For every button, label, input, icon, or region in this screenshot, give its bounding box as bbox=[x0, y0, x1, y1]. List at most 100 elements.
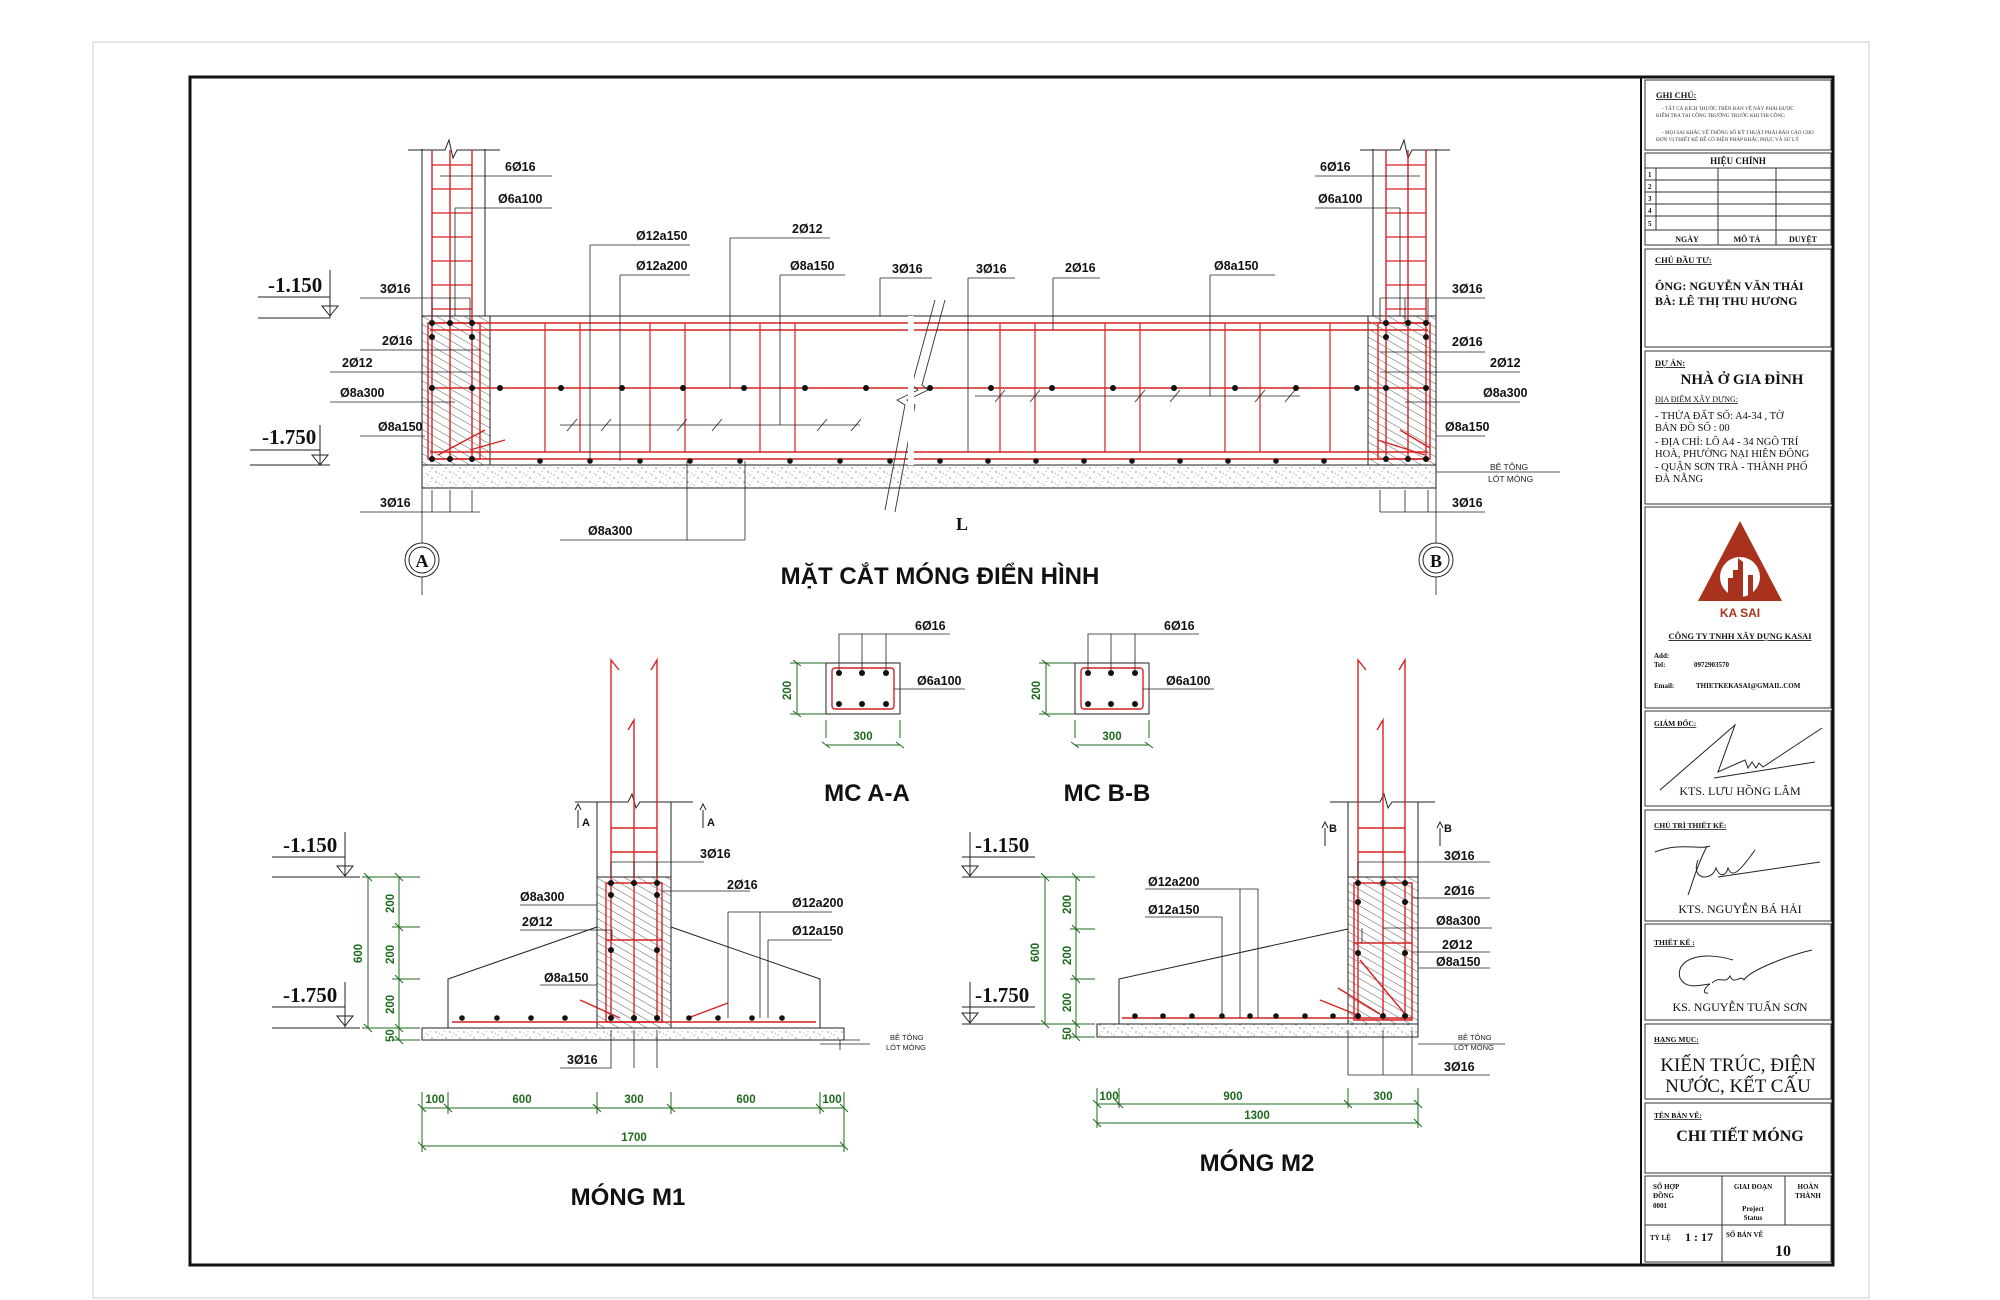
rebar-dot bbox=[654, 880, 660, 886]
rebar-dot bbox=[1189, 1013, 1195, 1019]
rebar-dot bbox=[1132, 701, 1138, 707]
lead-designer-signature bbox=[1654, 845, 1821, 896]
label-beam-3d16-a: 3Ø16 bbox=[892, 262, 923, 276]
company-name: CÔNG TY TNHH XÂY DỰNG KASAI bbox=[1668, 631, 1812, 641]
rebar-dot bbox=[608, 880, 614, 886]
m1-dim-h-4: 600 bbox=[736, 1094, 755, 1106]
m1-dim-total-horizontal: 1700 bbox=[621, 1132, 647, 1144]
rebar-dot bbox=[1380, 1013, 1386, 1019]
rebar-dot bbox=[631, 1015, 637, 1021]
drawing-name-heading: TÊN BẢN VẼ: bbox=[1654, 1110, 1702, 1120]
m2-dim-total-horizontal: 1300 bbox=[1244, 1110, 1270, 1122]
category-line-2: NƯỚC, KẾT CẤU bbox=[1665, 1075, 1811, 1097]
rebar-dot bbox=[537, 458, 543, 464]
title-block: GHI CHÚ: - TẤT CẢ KÍCH THƯỚC TRÊN BẢN VẼ… bbox=[1640, 77, 1832, 1265]
rebar-dot bbox=[1247, 1013, 1253, 1019]
rebar-dot bbox=[1293, 385, 1299, 391]
rebar-dot bbox=[859, 670, 865, 676]
rebar-dot bbox=[1383, 320, 1389, 326]
designer-name: KS. NGUYỄN TUẤN SƠN bbox=[1672, 999, 1807, 1014]
label-left-2d16: 2Ø16 bbox=[382, 334, 413, 348]
m2-lean-concrete-2: LÓT MÓNG bbox=[1454, 1043, 1494, 1052]
rebar-dot bbox=[429, 385, 435, 391]
rebar-dot bbox=[1355, 880, 1361, 886]
rebar-dot bbox=[1380, 880, 1386, 886]
rebar-dot bbox=[715, 1015, 721, 1021]
m1-label-d12a150: Ø12a150 bbox=[792, 924, 843, 938]
rebar-dot bbox=[494, 1015, 500, 1021]
label-right-2d16: 2Ø16 bbox=[1452, 335, 1483, 349]
label-right-lean-concrete-1: BÊ TÔNG bbox=[1490, 462, 1528, 472]
rebar-dot bbox=[1273, 1013, 1279, 1019]
revision-row-2: 2 bbox=[1648, 183, 1652, 191]
rebar-dot bbox=[779, 1015, 785, 1021]
label-right-d8a300: Ø8a300 bbox=[1483, 386, 1528, 400]
rebar-dot bbox=[1423, 456, 1429, 462]
category-line-1: KIẾN TRÚC, ĐIỆN bbox=[1660, 1054, 1816, 1076]
m2-dim-v-2: 200 bbox=[1062, 946, 1074, 965]
rebar-dot bbox=[1085, 701, 1091, 707]
label-left-2d12: 2Ø12 bbox=[342, 356, 373, 370]
m1-dim-v-2: 200 bbox=[385, 945, 397, 964]
label-beam-d8a300: Ø8a300 bbox=[588, 524, 633, 538]
m2-lean-concrete-1: BÊ TÔNG bbox=[1458, 1033, 1492, 1042]
rebar-dot bbox=[558, 385, 564, 391]
revision-row-1: 1 bbox=[1648, 171, 1652, 179]
m2-label-d12a200: Ø12a200 bbox=[1148, 875, 1199, 889]
m1-dim-v-4: 50 bbox=[385, 1029, 397, 1042]
m2-label-3d16-bottom: 3Ø16 bbox=[1444, 1060, 1475, 1074]
rebar-dot bbox=[787, 458, 793, 464]
lead-designer-name: KTS. NGUYỄN BÁ HẢI bbox=[1678, 901, 1801, 916]
section-bb: 200 300 6Ø16 Ø6a100 MC B-B bbox=[1031, 619, 1214, 807]
rebar-dot bbox=[608, 947, 614, 953]
tick-mark bbox=[1134, 389, 1146, 403]
m2-lean-concrete bbox=[1096, 1023, 1419, 1038]
m1-section-mark-left: A bbox=[582, 817, 590, 829]
section-bb-stirrup: Ø6a100 bbox=[1166, 674, 1211, 688]
rebar-dot bbox=[1355, 1013, 1361, 1019]
section-aa-title: MC A-A bbox=[824, 780, 910, 807]
rebar-dot bbox=[1383, 334, 1389, 340]
m1-lean-concrete-1: BÊ TÔNG bbox=[890, 1033, 924, 1042]
revision-row-3: 3 bbox=[1648, 195, 1652, 203]
grid-bubble-b bbox=[1418, 542, 1454, 578]
rebar-dot bbox=[1383, 456, 1389, 462]
main-section-title: MẶT CẮT MÓNG ĐIỂN HÌNH bbox=[781, 562, 1100, 590]
rebar-dot bbox=[1402, 950, 1408, 956]
stage-value-2: Status bbox=[1744, 1214, 1763, 1222]
rebar-dot bbox=[608, 1015, 614, 1021]
label-left-d8a150: Ø8a150 bbox=[378, 420, 423, 434]
elevation-marker-bottom bbox=[250, 425, 330, 466]
label-right-column-ties: Ø6a100 bbox=[1318, 192, 1363, 206]
main-foundation-section: A B -1.150 -1.750 6Ø16 Ø6a100 3Ø16 2Ø16 … bbox=[250, 138, 1560, 595]
rebar-dot bbox=[686, 1015, 692, 1021]
rebar-dot bbox=[887, 458, 893, 464]
rebar-dot bbox=[562, 1015, 568, 1021]
footing-m2: B B 3Ø16 2Ø16 Ø8a300 2Ø12 Ø8a150 Ø12a200… bbox=[960, 657, 1505, 1177]
rebar-dot bbox=[1081, 458, 1087, 464]
tick-mark bbox=[600, 418, 612, 432]
tick-mark bbox=[994, 389, 1006, 403]
owner-1: ÔNG: NGUYỄN VĂN THÁI bbox=[1655, 278, 1804, 293]
m1-lean-concrete bbox=[421, 1027, 845, 1041]
rebar-dot bbox=[608, 892, 614, 898]
rebar-dot bbox=[1402, 1013, 1408, 1019]
rebar-dot bbox=[1108, 670, 1114, 676]
rebar-dot bbox=[1177, 458, 1183, 464]
rebar-dot bbox=[883, 701, 889, 707]
label-left-bottom-bars: 3Ø16 bbox=[380, 496, 411, 510]
tick-mark bbox=[566, 418, 578, 432]
revision-row-5: 5 bbox=[1648, 220, 1652, 228]
rebar-dot bbox=[497, 385, 503, 391]
company-logo: KA SAI bbox=[1698, 521, 1782, 620]
location-line: - THỬA ĐẤT SỐ: A4-34 , TỜ bbox=[1655, 409, 1784, 422]
section-bb-title: MC B-B bbox=[1064, 780, 1151, 807]
rebar-dot bbox=[459, 1015, 465, 1021]
section-aa-stirrup: Ø6a100 bbox=[917, 674, 962, 688]
section-bb-height: 200 bbox=[1031, 681, 1043, 700]
elevation-bottom: -1.750 bbox=[262, 425, 316, 449]
rebar-dot bbox=[737, 458, 743, 464]
stage-value-1: Project bbox=[1742, 1205, 1764, 1213]
m1-title: MÓNG M1 bbox=[571, 1183, 686, 1211]
label-beam-d8a150: Ø8a150 bbox=[790, 259, 835, 273]
